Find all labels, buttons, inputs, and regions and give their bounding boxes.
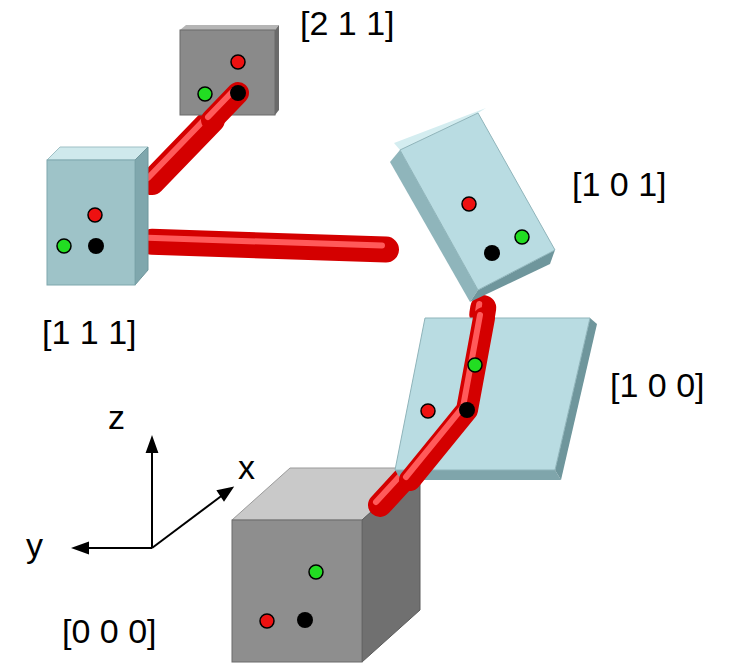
box-shape <box>42 144 152 288</box>
box-shape <box>386 106 562 308</box>
y-arrowhead <box>74 543 88 553</box>
box-shape <box>230 466 422 664</box>
node-label: [0 0 0] <box>62 612 157 651</box>
rod-stroke <box>152 120 212 182</box>
rod-stroke <box>148 238 382 246</box>
y-axis <box>84 547 152 549</box>
link-box: [2 1 1] <box>178 24 280 120</box>
z-axis <box>151 448 153 548</box>
link-box: [1 0 1] <box>386 106 562 308</box>
node-label: [1 0 0] <box>610 366 705 405</box>
axis-label: z <box>108 398 125 437</box>
node-label: [2 1 1] <box>300 4 395 43</box>
x-arrowhead <box>218 488 232 500</box>
z-arrowhead <box>147 438 157 452</box>
box-shape <box>390 314 600 482</box>
box-shape <box>178 24 280 120</box>
rod-stroke <box>148 116 208 178</box>
axis-label: x <box>238 448 255 487</box>
link-box: [0 0 0] <box>230 466 422 664</box>
link-box: [1 1 1] <box>42 144 152 288</box>
node-label: [1 0 1] <box>572 165 667 204</box>
link-rod <box>148 116 212 182</box>
x-axis <box>152 494 224 548</box>
link-rod <box>148 238 386 250</box>
link-box: [1 0 0] <box>390 314 600 482</box>
axis-label: y <box>26 526 43 565</box>
node-label: [1 1 1] <box>42 313 137 352</box>
